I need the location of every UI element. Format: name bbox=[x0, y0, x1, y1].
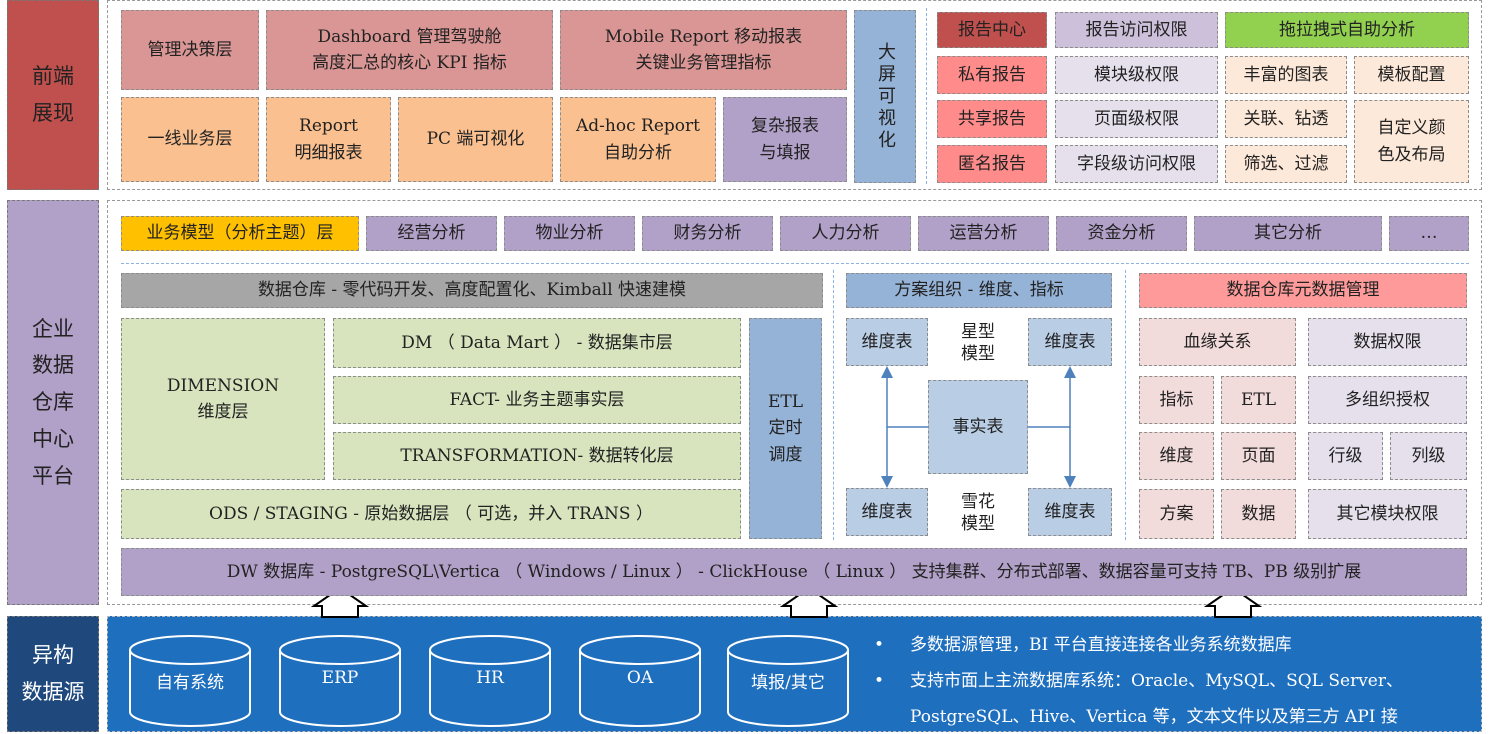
db-own-system: 自有系统 bbox=[156, 673, 224, 693]
custom-color-layout: 自定义颜色及布局 bbox=[1354, 100, 1469, 183]
filter: 筛选、过滤 bbox=[1225, 145, 1347, 183]
rich-charts: 丰富的图表 bbox=[1225, 56, 1347, 94]
bullet-mainstream-db-cont: PostgreSQL、Hive、Vertica 等，文本文件以及第三方 API … bbox=[910, 707, 1398, 727]
field-permission: 字段级访问权限 bbox=[1055, 145, 1218, 183]
topic-property: 物业分析 bbox=[504, 216, 635, 251]
meta-page: 页面 bbox=[1221, 432, 1296, 480]
up-arrow-right-icon bbox=[1203, 586, 1263, 618]
topic-hr: 人力分析 bbox=[780, 216, 911, 251]
db-oa: OA bbox=[626, 668, 654, 688]
mobile-report-block: Mobile Report 移动报表关键业务管理指标 bbox=[560, 10, 847, 90]
dim-table-bl: 维度表 bbox=[846, 488, 928, 536]
topic-other: 其它分析 bbox=[1194, 216, 1382, 251]
up-arrow-middle-icon bbox=[779, 586, 839, 618]
meta-col-level: 列级 bbox=[1390, 432, 1467, 480]
drag-drop-analysis: 拖拉拽式自助分析 bbox=[1225, 12, 1469, 48]
meta-scheme: 方案 bbox=[1139, 489, 1214, 539]
drill-through: 关联、钻透 bbox=[1225, 100, 1347, 138]
dim-table-tr: 维度表 bbox=[1028, 318, 1112, 366]
private-report: 私有报告 bbox=[937, 56, 1047, 94]
topic-business-model: 业务模型（分析主题）层 bbox=[121, 216, 359, 251]
fact-layer: FACT- 业务主题事实层 bbox=[333, 376, 741, 424]
source-side-label: 异构数据源 bbox=[7, 616, 99, 732]
bullet-multi-source: 多数据源管理，BI 平台直接连接各业务系统数据库 bbox=[910, 635, 1292, 655]
frontend-panel bbox=[107, 0, 1482, 190]
fact-table: 事实表 bbox=[928, 380, 1028, 474]
frontline-layer: 一线业务层 bbox=[121, 97, 259, 182]
topic-capital: 资金分析 bbox=[1056, 216, 1187, 251]
db-erp: ERP bbox=[321, 668, 359, 688]
dim-table-tl: 维度表 bbox=[846, 318, 928, 366]
scheme-header: 方案组织 - 维度、指标 bbox=[846, 273, 1112, 308]
dm-layer: DM （ Data Mart ） - 数据集市层 bbox=[333, 318, 741, 368]
up-arrow-left-icon bbox=[310, 586, 370, 618]
dw-header: 数据仓库 - 零代码开发、高度配置化、Kimball 快速建模 bbox=[121, 273, 823, 308]
template-config: 模板配置 bbox=[1354, 56, 1469, 94]
report-access-permission: 报告访问权限 bbox=[1055, 12, 1218, 48]
big-screen-block: 大屏可视化 bbox=[854, 10, 916, 183]
platform-side-label: 企业 数据 仓库 中心 平台 bbox=[7, 200, 99, 605]
db-hr: HR bbox=[476, 668, 504, 688]
meta-data: 数据 bbox=[1221, 489, 1296, 539]
meta-etl: ETL bbox=[1221, 376, 1296, 424]
meta-data-permission: 数据权限 bbox=[1308, 318, 1467, 366]
topic-operations: 运营分析 bbox=[918, 216, 1049, 251]
complex-report-block: 复杂报表与填报 bbox=[723, 97, 847, 182]
dw-database: DW 数据库 - PostgreSQL\Vertica （ Windows / … bbox=[121, 548, 1467, 596]
module-permission: 模块级权限 bbox=[1055, 56, 1218, 94]
topic-operation: 经营分析 bbox=[366, 216, 497, 251]
shared-report: 共享报告 bbox=[937, 100, 1047, 138]
transformation-layer: TRANSFORMATION- 数据转化层 bbox=[333, 432, 741, 480]
metadata-header: 数据仓库元数据管理 bbox=[1139, 273, 1467, 308]
report-center: 报告中心 bbox=[937, 12, 1047, 48]
anonymous-report: 匿名报告 bbox=[937, 145, 1047, 183]
dim-table-br: 维度表 bbox=[1028, 488, 1112, 536]
meta-dimension: 维度 bbox=[1139, 432, 1214, 480]
page-permission: 页面级权限 bbox=[1055, 100, 1218, 138]
meta-lineage: 血缘关系 bbox=[1139, 318, 1296, 366]
star-model-label: 星型模型 bbox=[961, 321, 995, 364]
db-fill-other: 填报/其它 bbox=[751, 673, 825, 693]
ods-layer: ODS / STAGING - 原始数据层 （ 可选，并入 TRANS ） bbox=[121, 489, 741, 539]
decision-layer: 管理决策层 bbox=[121, 10, 259, 90]
dashboard-block: Dashboard 管理驾驶舱高度汇总的核心 KPI 指标 bbox=[266, 10, 553, 90]
bullet-mainstream-db: 支持市面上主流数据库系统：Oracle、MySQL、SQL Server、 bbox=[910, 671, 1403, 691]
meta-indicator: 指标 bbox=[1139, 376, 1214, 424]
frontend-side-label: 前端展现 bbox=[7, 0, 99, 190]
topic-finance: 财务分析 bbox=[642, 216, 773, 251]
topic-more: … bbox=[1389, 216, 1469, 251]
meta-multi-org: 多组织授权 bbox=[1308, 376, 1467, 424]
pc-visual-block: PC 端可视化 bbox=[398, 97, 553, 182]
snowflake-model-label: 雪花模型 bbox=[961, 491, 995, 534]
source-bullets: •多数据源管理，BI 平台直接连接各业务系统数据库 •支持市面上主流数据库系统：… bbox=[874, 630, 1474, 732]
meta-other-module: 其它模块权限 bbox=[1308, 489, 1467, 539]
meta-row-level: 行级 bbox=[1308, 432, 1383, 480]
